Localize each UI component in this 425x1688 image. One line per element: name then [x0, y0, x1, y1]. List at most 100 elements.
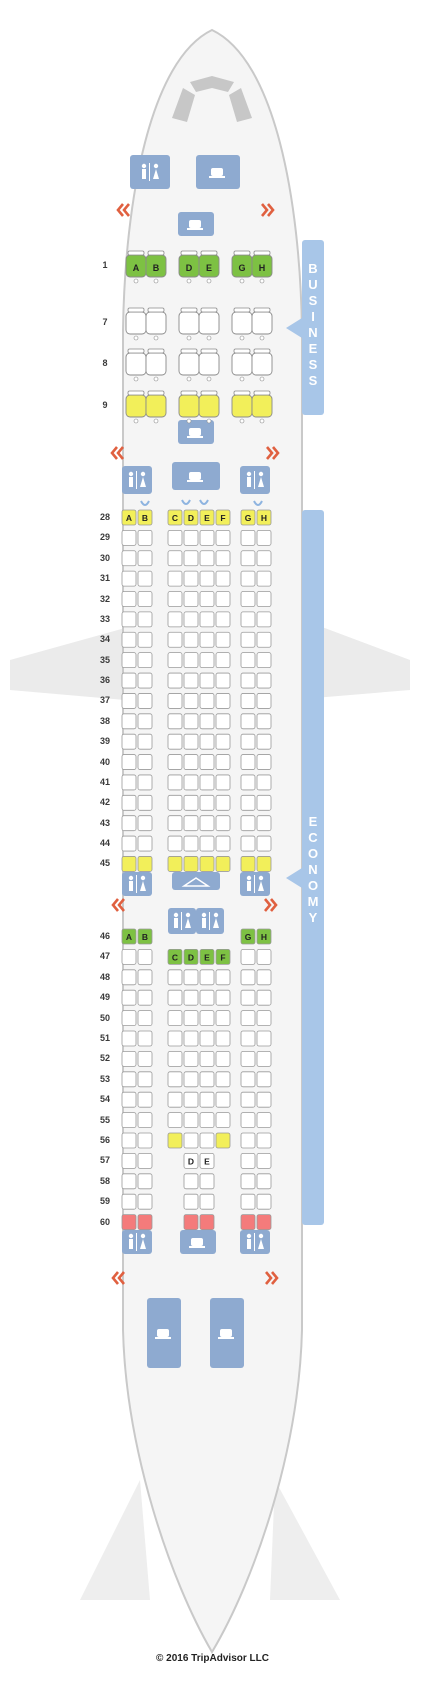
woman-icon [258, 1239, 264, 1249]
seat [137, 693, 153, 709]
seat [199, 1051, 215, 1067]
row-number: 47 [99, 951, 110, 962]
seat [167, 591, 183, 607]
seat [215, 774, 231, 791]
seat [137, 969, 153, 986]
seat [121, 570, 137, 587]
seat [240, 570, 256, 587]
seat-headrest [200, 390, 218, 396]
seat-footrest [239, 418, 245, 424]
seat [199, 754, 215, 770]
row-number: 42 [99, 797, 110, 808]
seat [256, 672, 272, 689]
seat [199, 835, 215, 852]
seat [137, 529, 153, 546]
seat [137, 570, 153, 587]
exit-arrow-left [111, 898, 125, 912]
seat [199, 1153, 215, 1169]
seat [256, 1193, 272, 1210]
seat [183, 856, 199, 872]
seat [215, 1091, 231, 1108]
seat [121, 794, 137, 811]
seat-headrest [200, 307, 218, 313]
seat [183, 509, 199, 526]
saucer-icon [189, 1246, 205, 1248]
seat [215, 529, 231, 546]
man-icon [246, 875, 252, 881]
business-seat [145, 352, 167, 376]
seat-footrest [259, 335, 265, 341]
seat [215, 969, 231, 986]
seat [167, 509, 183, 526]
seat [183, 550, 199, 567]
seat [215, 815, 231, 832]
saucer-icon [187, 228, 203, 230]
seat-footrest [133, 278, 139, 284]
seat [215, 1112, 231, 1128]
business-seat [231, 394, 253, 418]
seat-headrest [253, 390, 271, 396]
economy-band [302, 510, 324, 1225]
seat [183, 1071, 199, 1088]
exit-arrow-left [111, 1271, 125, 1285]
row-number: 50 [99, 1012, 110, 1023]
seat-letter: H [259, 263, 266, 273]
row-number: 43 [99, 817, 110, 828]
seat [256, 631, 272, 648]
band-letter: Y [308, 910, 318, 925]
seat-letter: G [245, 513, 252, 523]
seat [215, 591, 231, 607]
seat [240, 509, 256, 526]
seat [137, 815, 153, 832]
band-letter: C [308, 830, 318, 845]
seat [240, 1112, 256, 1128]
man-icon [247, 881, 251, 891]
seat [240, 989, 256, 1006]
seat [183, 672, 199, 689]
seat [240, 1091, 256, 1108]
cockpit-window-right [229, 88, 252, 122]
seat [240, 1071, 256, 1088]
seat-footrest [259, 418, 265, 424]
seat [183, 754, 199, 770]
cockpit-window-left [172, 88, 195, 122]
seat-headrest [180, 250, 198, 256]
seat [199, 1071, 215, 1088]
exit-arrow-right [266, 446, 280, 460]
row-number: 40 [99, 756, 110, 767]
seat [256, 1214, 272, 1230]
seat [215, 856, 231, 872]
seat [137, 591, 153, 607]
seat [167, 969, 183, 986]
seat [121, 1010, 137, 1026]
seat [167, 1132, 183, 1149]
seat [256, 1030, 272, 1047]
row-number: 30 [99, 552, 110, 563]
seat [121, 1091, 137, 1108]
seat [199, 1030, 215, 1047]
seat [137, 949, 153, 965]
seat-footrest [133, 335, 139, 341]
seat [137, 672, 153, 689]
divider [254, 471, 255, 489]
seat [199, 672, 215, 689]
seat-letter: D [188, 513, 194, 523]
row-number: 33 [99, 613, 110, 624]
seat [183, 1112, 199, 1128]
seat-letter: A [126, 513, 132, 523]
seat [121, 928, 137, 945]
seat-footrest [206, 376, 212, 382]
seat [167, 529, 183, 546]
woman-icon [140, 875, 146, 881]
man-icon [173, 912, 179, 918]
row-number: 59 [99, 1196, 110, 1207]
woman-icon [213, 912, 219, 918]
divider [136, 1233, 137, 1251]
seat [137, 1193, 153, 1210]
woman-icon [140, 477, 146, 487]
seat [121, 611, 137, 628]
business-seat [231, 311, 253, 335]
seat [137, 713, 153, 730]
seat-footrest [153, 278, 159, 284]
